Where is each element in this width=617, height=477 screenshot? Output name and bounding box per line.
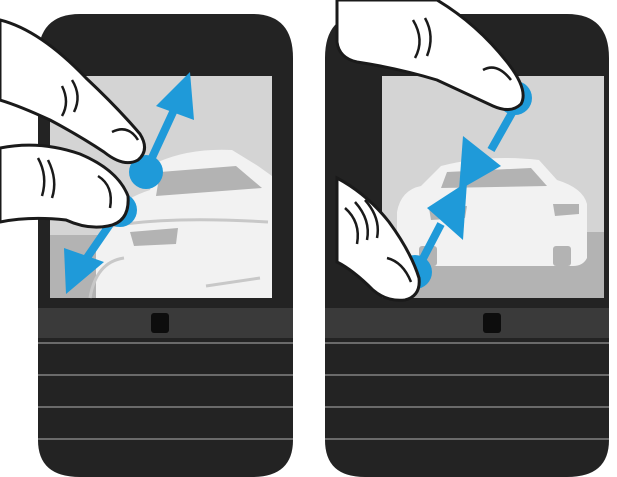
pinch-open-illustration — [0, 0, 300, 477]
pinch-close-illustration — [317, 0, 617, 477]
trackpad-key — [151, 313, 169, 333]
car-wheel — [553, 246, 571, 266]
pinch-close-panel — [317, 0, 617, 477]
car-taillight — [553, 204, 579, 216]
trackpad-bar — [325, 308, 609, 338]
pinch-open-panel — [0, 0, 300, 477]
trackpad-key — [483, 313, 501, 333]
